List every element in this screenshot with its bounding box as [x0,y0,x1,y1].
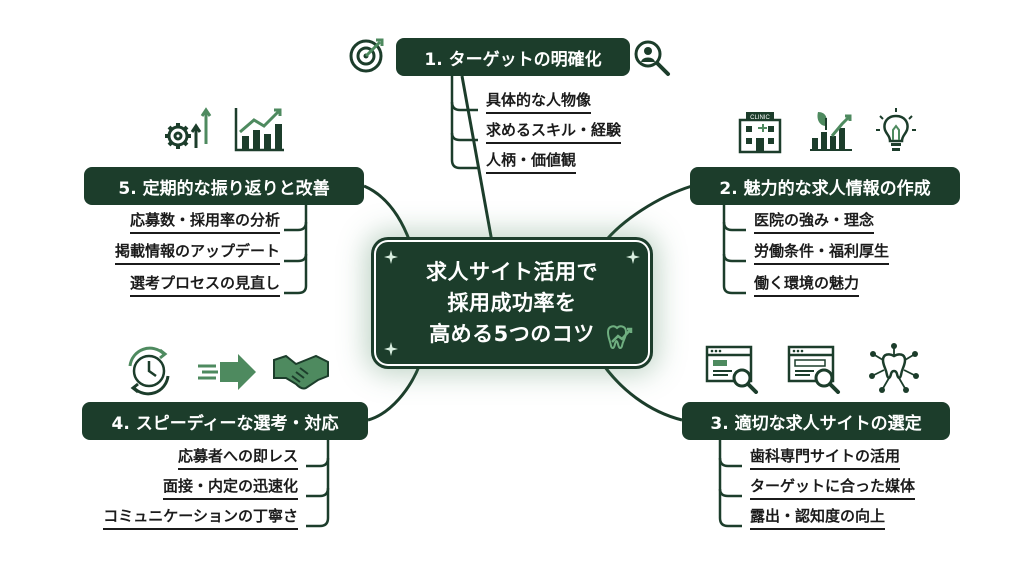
handshake-icon [273,354,329,390]
branch-1-item-3: 人柄・価値観 [486,148,577,174]
branch-3-item-2: ターゲットに合った媒体 [750,474,916,500]
link-branch-1 [460,75,494,243]
branch-4-title: 4. スピーディーな選考・対応 [82,402,368,440]
branch-2-title: 2. 魅力的な求人情報の作成 [690,167,960,205]
branch-5-item-2: 掲載情報のアップデート [114,239,280,265]
central-topic-line-1: 求人サイト活用で [426,259,598,284]
branch-2-item-2: 労働条件・福利厚生 [754,239,890,265]
sparkle-icon [626,250,640,264]
branch-5-title: 5. 定期的な振り返りと改善 [84,167,364,205]
branch-2-item-3: 働く環境の魅力 [754,271,860,297]
branch-5-item-3: 選考プロセスの見直し [129,271,280,297]
magnifier-person-icon [634,40,670,76]
central-topic-line-2: 採用成功率を [447,290,577,315]
branch-1-item-2: 求めるスキル・経験 [486,118,622,144]
tooth-growth-icon [606,325,633,350]
gears-arrows-icon [165,107,212,149]
link-branch-2 [598,184,693,249]
branch-2-item-1: 医院の強み・理念 [754,208,875,234]
branch-4-item-1: 応募者への即レス [177,444,298,470]
clinic-building-icon: CLINIC [738,112,782,154]
link-branch-4 [367,363,422,422]
browser-search-icon [787,345,840,394]
link-branch-3 [598,359,683,422]
branch-1-title: 1. ターゲットの明確化 [396,38,630,76]
sparkle-icon [384,342,398,356]
clock-cycle-icon [128,346,170,396]
browser-search-icon [705,345,758,394]
target-icon [349,38,384,73]
speed-arrow-icon [198,354,256,390]
link-branch-5 [363,184,412,243]
central-topic: 求人サイト活用で 採用成功率を 高める5つのコツ [376,242,648,364]
branch-4-item-3: コミュニケーションの丁寧さ [103,504,298,530]
tooth-network-icon [869,343,919,393]
bar-chart-growth-icon [234,108,284,152]
branch-1-item-1: 具体的な人物像 [486,88,592,114]
central-topic-line-3: 高める5つのコツ [429,321,595,346]
clinic-sign: CLINIC [750,115,770,121]
branch-4-item-2: 面接・内定の迅速化 [162,474,298,500]
branch-3-item-3: 露出・認知度の向上 [750,504,886,530]
growth-plant-chart-icon [810,112,852,151]
branch-3-item-1: 歯科専門サイトの活用 [750,444,901,470]
lightbulb-icon [876,108,916,151]
branch-5-item-1: 応募数・採用率の分析 [129,208,280,234]
sparkle-icon [384,250,398,264]
branch-3-title: 3. 適切な求人サイトの選定 [682,402,950,440]
